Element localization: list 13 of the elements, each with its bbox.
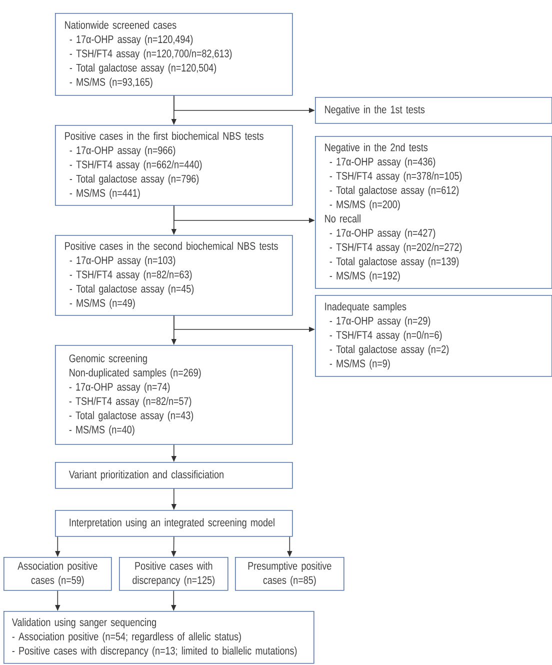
process-box: Positive cases in the first biochemical NBS tests - 17α-OHP assay (n=966) - TSH/FT4 assay (n=662/n=440) - Total galactose assay (n=796) - MS/MS (n=441) xyxy=(55,125,293,206)
exclusion-box: Inadequate samples - 17α-OHP assay (n=29) - TSH/FT4 assay (n=0/n=6) - Total galactose assay (n=2) - MS/MS (n=9) xyxy=(315,295,552,377)
result-box: Positive cases with discrepancy (n=125) xyxy=(119,557,228,591)
exclusion-box: Negative in the 1st tests xyxy=(315,97,552,124)
process-box: Genomic screening Non-duplicated samples (n=269) - 17α-OHP assay (n=74) - TSH/FT4 assay (n=82/n=57) - Total galactose assay (n=43) - MS/MS (n=40) xyxy=(55,345,293,445)
process-box: Interpretation using an integrated screening model xyxy=(55,510,293,537)
result-box: Association positive cases (n=59) xyxy=(4,557,112,591)
exclusion-box: Negative in the 2nd tests - 17α-OHP assay (n=436) - TSH/FT4 assay (n=378/n=105) - Total galactose assay (n=612) - MS/MS (n=200) No recall - 17α-OHP assay (n=427) - TSH/FT4 assay (n=202/n=272) - Total galactose assay (n=139) - MS/MS (n=192) xyxy=(315,136,552,289)
process-box: Variant prioritization and classificiation xyxy=(55,462,293,489)
process-box: Validation using sanger sequencing - Association positive (n=54; regardless of allelic status) - Positive cases with discrepancy (n=13; limited to biallelic mutations) xyxy=(4,611,314,664)
process-box: Positive cases in the second biochemical NBS tests - 17α-OHP assay (n=103) - TSH/FT4 assay (n=82/n=63) - Total galactose assay (n=45) - MS/MS (n=49) xyxy=(55,235,293,316)
result-box: Presumptive positive cases (n=85) xyxy=(235,557,344,591)
process-box: Nationwide screened cases - 17α-OHP assay (n=120,494) - TSH/FT4 assay (n=120,700/n=82,613) - Total galactose assay (n=120,504) - MS/MS (n=93,165) xyxy=(55,13,293,96)
